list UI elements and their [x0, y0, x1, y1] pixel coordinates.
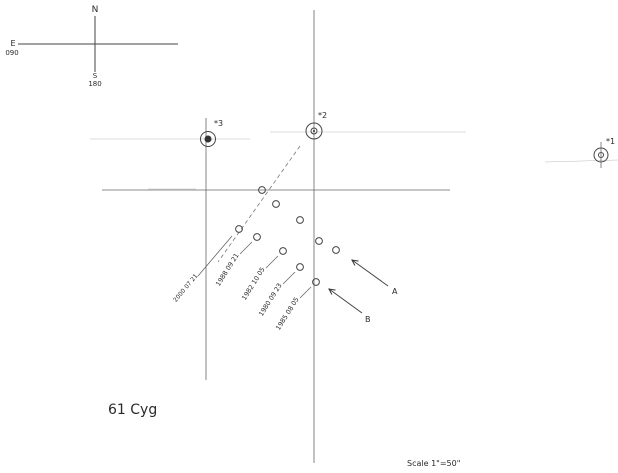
date-label: 1985 08 05 — [274, 296, 301, 332]
date-label: 1988 09 21 — [214, 252, 241, 288]
compass-east-label: E — [10, 39, 15, 48]
position-marker — [332, 246, 340, 254]
compass-south-label: S — [93, 72, 98, 80]
arrow-b-label: B — [365, 315, 371, 324]
star1-label: *1 — [606, 137, 615, 146]
position-marker — [296, 263, 304, 271]
date-label: 1980 09 23 — [257, 282, 284, 318]
date-leader-line — [299, 286, 312, 299]
compass-east-degrees: 090 — [5, 49, 18, 57]
star-1: *1 — [593, 137, 615, 168]
arrow-b: B — [329, 289, 371, 324]
star1-horizontal-line — [544, 159, 618, 163]
chart-title: 61 Cyg — [108, 402, 157, 418]
position-marker — [258, 186, 266, 194]
compass-south-degrees: 180 — [88, 80, 101, 88]
star-3: *3 — [200, 119, 223, 147]
star2-label: *2 — [318, 111, 327, 120]
date-leader-lines — [197, 235, 312, 299]
star3-marker — [204, 135, 212, 143]
arrow-a-label: A — [392, 287, 398, 296]
reference-lines — [90, 10, 618, 463]
date-leader-line — [265, 255, 279, 269]
star3-label: *3 — [214, 119, 223, 128]
star2-outer-ring — [305, 122, 323, 140]
trajectory-dashed-line — [217, 145, 301, 263]
position-marker — [253, 233, 261, 241]
star2-marker — [313, 130, 315, 132]
date-label: 2000 07 21 — [172, 273, 200, 304]
position-marker — [235, 225, 243, 233]
position-marker — [315, 237, 323, 245]
date-leader-line — [239, 241, 253, 255]
compass-rose: N E 090 S 180 — [5, 5, 178, 88]
compass-north-label: N — [92, 5, 99, 15]
arrow-a-line — [352, 260, 389, 287]
star-2: *2 — [305, 111, 327, 140]
date-leader-line — [197, 235, 233, 277]
date-leader-line — [282, 271, 296, 285]
scale-label: Scale 1"=50" — [407, 459, 460, 468]
star2-inner-ring — [310, 127, 318, 135]
date-labels: 2000 07 21 1988 09 21 1982 10 05 1980 09… — [172, 252, 301, 332]
arrow-b-line — [329, 289, 363, 314]
star3-outer-ring — [200, 131, 216, 147]
date-label: 1982 10 05 — [240, 266, 267, 302]
arrow-a: A — [352, 260, 398, 296]
position-marker — [279, 247, 287, 255]
position-marker — [272, 200, 280, 208]
position-marker — [312, 278, 320, 286]
position-marker — [296, 216, 304, 224]
position-markers — [235, 186, 340, 286]
